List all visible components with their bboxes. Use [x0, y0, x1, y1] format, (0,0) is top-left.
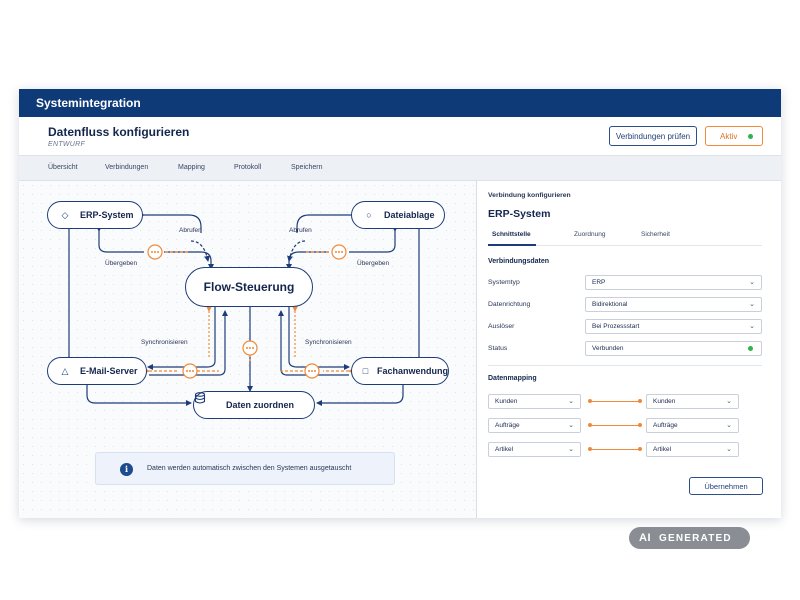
mapping-source-value: Artikel [495, 446, 514, 453]
mapping-connector [588, 447, 642, 451]
panel-system-name: ERP-System [488, 208, 551, 220]
node-email-label: E-Mail-Server [80, 366, 138, 376]
chevron-down-icon: ⌄ [568, 422, 574, 429]
mapping-target-value: Aufträge [653, 422, 678, 429]
chevron-down-icon: ⌄ [726, 422, 732, 429]
active-status-dot [748, 134, 753, 139]
trigger-select[interactable]: Bei Prozessstart ⌄ [585, 319, 762, 334]
panel-tab-interface[interactable]: Schnittstelle [492, 231, 531, 238]
mapping-source-select[interactable]: Aufträge ⌄ [488, 418, 581, 433]
active-tab-indicator [488, 244, 536, 246]
mapping-target-select[interactable]: Aufträge ⌄ [646, 418, 739, 433]
flow-canvas: ◇ ERP-System ○ Dateiablage Flow-Steuerun… [19, 181, 476, 518]
node-email-server[interactable]: △ E-Mail-Server [47, 357, 147, 385]
tab-overview[interactable]: Übersicht [48, 164, 78, 171]
chevron-down-icon: ⌄ [726, 446, 732, 453]
status-value: Verbunden [592, 345, 624, 352]
active-toggle-label: Aktiv [720, 131, 738, 141]
section-data-mapping: Datenmapping [488, 375, 537, 382]
node-center-label: Flow-Steuerung [203, 280, 295, 294]
triangle-icon: △ [61, 365, 69, 376]
tab-connections[interactable]: Verbindungen [105, 164, 149, 171]
mapping-source-select[interactable]: Artikel ⌄ [488, 442, 581, 457]
main-tabs: Übersicht Verbindungen Mapping Protokoll… [19, 155, 781, 181]
page-header: Datenfluss konfigurieren ENTWURF Verbind… [19, 117, 781, 155]
apply-button[interactable]: Übernehmen [689, 477, 763, 495]
chevron-down-icon: ⌄ [568, 446, 574, 453]
system-type-value: ERP [592, 279, 606, 286]
direction-select[interactable]: Bidirektional ⌄ [585, 297, 762, 312]
field-label-system-type: Systemtyp [488, 279, 520, 286]
node-erp-label: ERP-System [80, 210, 134, 220]
node-data-mapping[interactable]: Daten zuordnen [193, 391, 315, 419]
label-transfer-right: Übergeben [357, 260, 390, 267]
app-window: Systemintegration Datenfluss konfigurier… [19, 89, 781, 518]
label-fetch-left: Abrufen [179, 227, 202, 234]
mapping-target-select[interactable]: Artikel ⌄ [646, 442, 739, 457]
field-label-direction: Datenrichtung [488, 301, 531, 308]
check-connections-button[interactable]: Verbindungen prüfen [609, 126, 697, 146]
page-status-label: ENTWURF [48, 141, 86, 148]
ai-generated-badge: AI GENERATED [629, 527, 750, 549]
title-bar: Systemintegration [19, 89, 781, 117]
page-title: Datenfluss konfigurieren [48, 125, 190, 139]
node-data-label: Daten zuordnen [226, 400, 295, 410]
active-toggle-button[interactable]: Aktiv [705, 126, 763, 146]
section-connection-data: Verbindungsdaten [488, 258, 550, 265]
mapping-target-value: Kunden [653, 398, 676, 405]
mapping-target-value: Artikel [653, 446, 672, 453]
info-icon: i [120, 463, 133, 476]
status-field: Verbunden [585, 341, 762, 356]
tab-log[interactable]: Protokoll [234, 164, 262, 171]
direction-value: Bidirektional [592, 301, 628, 308]
node-file-storage[interactable]: ○ Dateiablage [351, 201, 445, 229]
system-type-select[interactable]: ERP ⌄ [585, 275, 762, 290]
panel-tab-security[interactable]: Sicherheit [641, 231, 670, 238]
info-banner: i Daten werden automatisch zwischen den … [95, 452, 395, 485]
info-text: Daten werden automatisch zwischen den Sy… [147, 465, 352, 472]
mapping-connector [588, 399, 642, 403]
mapping-source-select[interactable]: Kunden ⌄ [488, 394, 581, 409]
badge-ai-mark: AI [639, 532, 651, 544]
field-label-trigger: Auslöser [488, 323, 515, 330]
tab-save[interactable]: Speichern [291, 164, 323, 171]
mapping-source-value: Kunden [495, 398, 518, 405]
chevron-down-icon: ⌄ [568, 398, 574, 405]
panel-tabs-divider [488, 245, 762, 246]
status-ok-dot [748, 346, 753, 351]
label-transfer-left: Übergeben [105, 260, 138, 267]
node-flow-control[interactable]: Flow-Steuerung [185, 267, 313, 307]
trigger-value: Bei Prozessstart [592, 323, 640, 330]
circle-icon: ○ [366, 210, 372, 220]
section-divider [488, 365, 762, 366]
tab-mapping[interactable]: Mapping [178, 164, 205, 171]
mapping-connector [588, 423, 642, 427]
field-label-status: Status [488, 345, 508, 352]
node-app-label: Fachanwendung [376, 366, 448, 376]
config-panel: Verbindung konfigurieren ERP-System Schn… [476, 181, 781, 518]
app-title: Systemintegration [36, 96, 141, 110]
diamond-icon: ◇ [61, 209, 69, 220]
node-storage-label: Dateiablage [384, 210, 435, 220]
label-fetch-right: Abrufen [289, 227, 312, 234]
chevron-down-icon: ⌄ [749, 279, 755, 286]
label-sync-left: Synchronisieren [141, 339, 188, 346]
flow-connectors [66, 212, 422, 406]
node-business-app[interactable]: □ Fachanwendung [351, 357, 449, 385]
mapping-source-value: Aufträge [495, 422, 520, 429]
mapping-target-select[interactable]: Kunden ⌄ [646, 394, 739, 409]
panel-tab-assignment[interactable]: Zuordnung [574, 231, 606, 238]
panel-title: Verbindung konfigurieren [488, 192, 571, 199]
chevron-down-icon: ⌄ [749, 301, 755, 308]
label-sync-right: Synchronisieren [305, 339, 352, 346]
chevron-down-icon: ⌄ [726, 398, 732, 405]
square-icon: □ [362, 366, 369, 376]
badge-text: GENERATED [659, 532, 732, 544]
node-erp-system[interactable]: ◇ ERP-System [47, 201, 143, 229]
chevron-down-icon: ⌄ [749, 323, 755, 330]
